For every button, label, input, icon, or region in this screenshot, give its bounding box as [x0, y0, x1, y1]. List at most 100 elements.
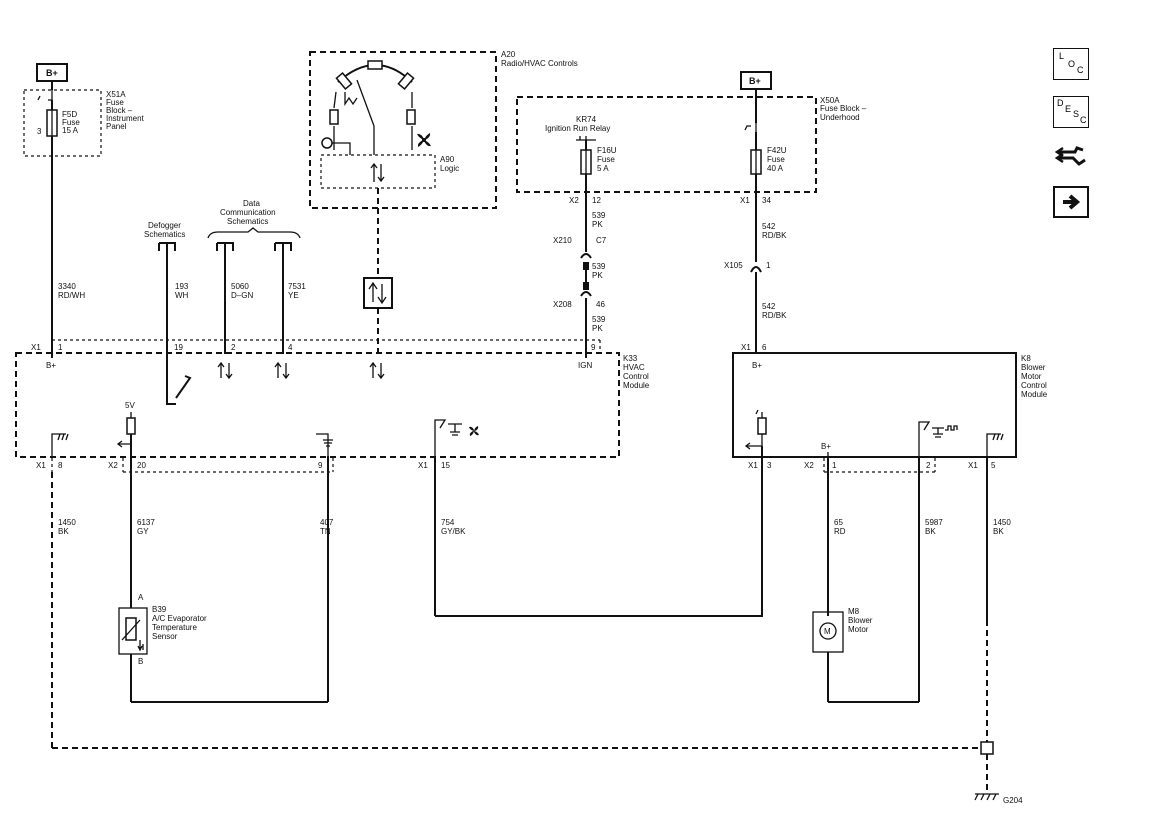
x210-connector-symbol: [580, 253, 592, 259]
wire-539c-color: PK: [592, 324, 603, 333]
f16u-desc: Fuse: [597, 155, 615, 164]
k33-bot-pin-8: 8: [58, 461, 63, 470]
k8-bot-x1b: X1: [968, 461, 978, 470]
k8-bot-pin-3: 3: [767, 461, 772, 470]
f16u-label: F16U: [597, 146, 617, 155]
m8-desc-1: Blower: [848, 616, 873, 625]
kr74-label: KR74: [576, 115, 597, 124]
k33-desc-2: Control: [623, 372, 649, 381]
wire-754-color: GY/BK: [441, 527, 466, 536]
wire-539b-number: 539: [592, 262, 606, 271]
b39-desc-3: Sensor: [152, 632, 178, 641]
wire-539a-number: 539: [592, 211, 606, 220]
k8-label: K8: [1021, 354, 1031, 363]
conn-x210-pin: C7: [596, 236, 607, 245]
k8-desc-2: Motor: [1021, 372, 1042, 381]
k8-bot-x2: X2: [804, 461, 814, 470]
k8-desc-1: Blower: [1021, 363, 1046, 372]
f5d-rating: 15 A: [62, 126, 79, 135]
wire-7531-color: YE: [288, 291, 299, 300]
k33-bplus-pin: B+: [46, 361, 56, 370]
k33-outline: [15, 352, 620, 458]
k33-pin-19: 19: [174, 343, 183, 352]
serial-data-arrows-icon: [368, 281, 387, 305]
connector-end-view-button[interactable]: [1053, 140, 1089, 172]
wire-65-number: 65: [834, 518, 843, 527]
description-view-button[interactable]: D E S C: [1053, 96, 1089, 128]
fuse-block-ip-outline: [23, 89, 102, 157]
k33-pin-2: 2: [231, 343, 236, 352]
k33-pin-4: 4: [288, 343, 293, 352]
wire-5060-number: 5060: [231, 282, 249, 291]
conn-x210-label: X210: [553, 236, 572, 245]
k33-fan-icon: [469, 426, 479, 436]
b-plus-label-left: B+: [46, 68, 58, 78]
wire-5060-color: D–GN: [231, 291, 253, 300]
k33-ground-symbol-1: [51, 433, 69, 456]
wire-5987-color: BK: [925, 527, 936, 536]
k33-bot-pin-9: 9: [318, 461, 323, 470]
desc-letter-e: E: [1065, 104, 1072, 114]
wire-539c-number: 539: [592, 315, 606, 324]
k33-bot-pin-20: 20: [137, 461, 146, 470]
a20-outline: [309, 51, 497, 209]
defogger-switch: [166, 375, 192, 405]
k33-label: K33: [623, 354, 638, 363]
b39-desc-1: A/C Evaporator: [152, 614, 207, 623]
wire-1450a-number: 1450: [58, 518, 76, 527]
knob-pivot: [321, 137, 333, 149]
conn-x105-pin: 1: [766, 261, 771, 270]
wire-754-number: 754: [441, 518, 455, 527]
a90-logic-box: [320, 154, 436, 189]
bidirectional-arrows-icon: [370, 162, 385, 183]
location-view-button[interactable]: L O C: [1053, 48, 1089, 80]
datacomm-ref-2: Communication: [220, 208, 276, 217]
k33-pin-1: 1: [58, 343, 63, 352]
wire-542b-color: RD/BK: [762, 311, 787, 320]
wire-539b-color: PK: [592, 271, 603, 280]
b39-sensor-body: [118, 607, 148, 655]
m8-motor-symbol: [819, 622, 837, 640]
b39-pin-a: A: [138, 593, 144, 602]
datacomm-ref-1: Data: [243, 199, 260, 208]
k33-data-arrows-1-icon: [217, 361, 233, 380]
m8-desc-2: Motor: [848, 625, 869, 634]
k33-desc-1: HVAC: [623, 363, 645, 372]
wire-542b-number: 542: [762, 302, 776, 311]
f42u-rating: 40 A: [767, 164, 784, 173]
desc-letter-s: S: [1073, 109, 1080, 119]
knob-resistor-ul: [335, 72, 353, 90]
k8-top-conn: X1: [741, 343, 751, 352]
wire-7531-number: 7531: [288, 282, 306, 291]
wire-5987-number: 5987: [925, 518, 943, 527]
datacomm-ref-3: Schematics: [227, 217, 268, 226]
serial-data-link-box: [363, 277, 393, 309]
wire-1450b-color: BK: [993, 527, 1004, 536]
conn-x208-label: X208: [553, 300, 572, 309]
wire-1450a-color: BK: [58, 527, 69, 536]
k33-bot-pin-15: 15: [441, 461, 450, 470]
k8-desc-4: Module: [1021, 390, 1048, 399]
k33-desc-3: Module: [623, 381, 650, 390]
next-page-button[interactable]: [1053, 186, 1089, 218]
k8-pullup-resistor: [757, 417, 767, 435]
sensor-5v-label: 5V: [125, 401, 135, 410]
defogger-ref-1: Defogger: [148, 221, 181, 230]
knob-resistor-lr: [406, 109, 416, 125]
k8-desc-3: Control: [1021, 381, 1047, 390]
conn-x2-pin: 12: [592, 196, 601, 205]
wire-3340-color: RD/WH: [58, 291, 85, 300]
a90-desc: Logic: [440, 164, 459, 173]
loc-letter-c: C: [1077, 65, 1084, 75]
k33-blower-control-output: [434, 419, 462, 456]
wire-542a-number: 542: [762, 222, 776, 231]
k8-bot-pin-5: 5: [991, 461, 996, 470]
k8-bot-x1: X1: [748, 461, 758, 470]
x208-connector-symbol: [580, 291, 592, 297]
conn-x208-pin: 46: [596, 300, 605, 309]
g204-label: G204: [1003, 796, 1023, 805]
k33-data-arrows-2-icon: [274, 361, 290, 380]
x105-connector-symbol: [750, 266, 762, 273]
conn-x105-label: X105: [724, 261, 743, 270]
